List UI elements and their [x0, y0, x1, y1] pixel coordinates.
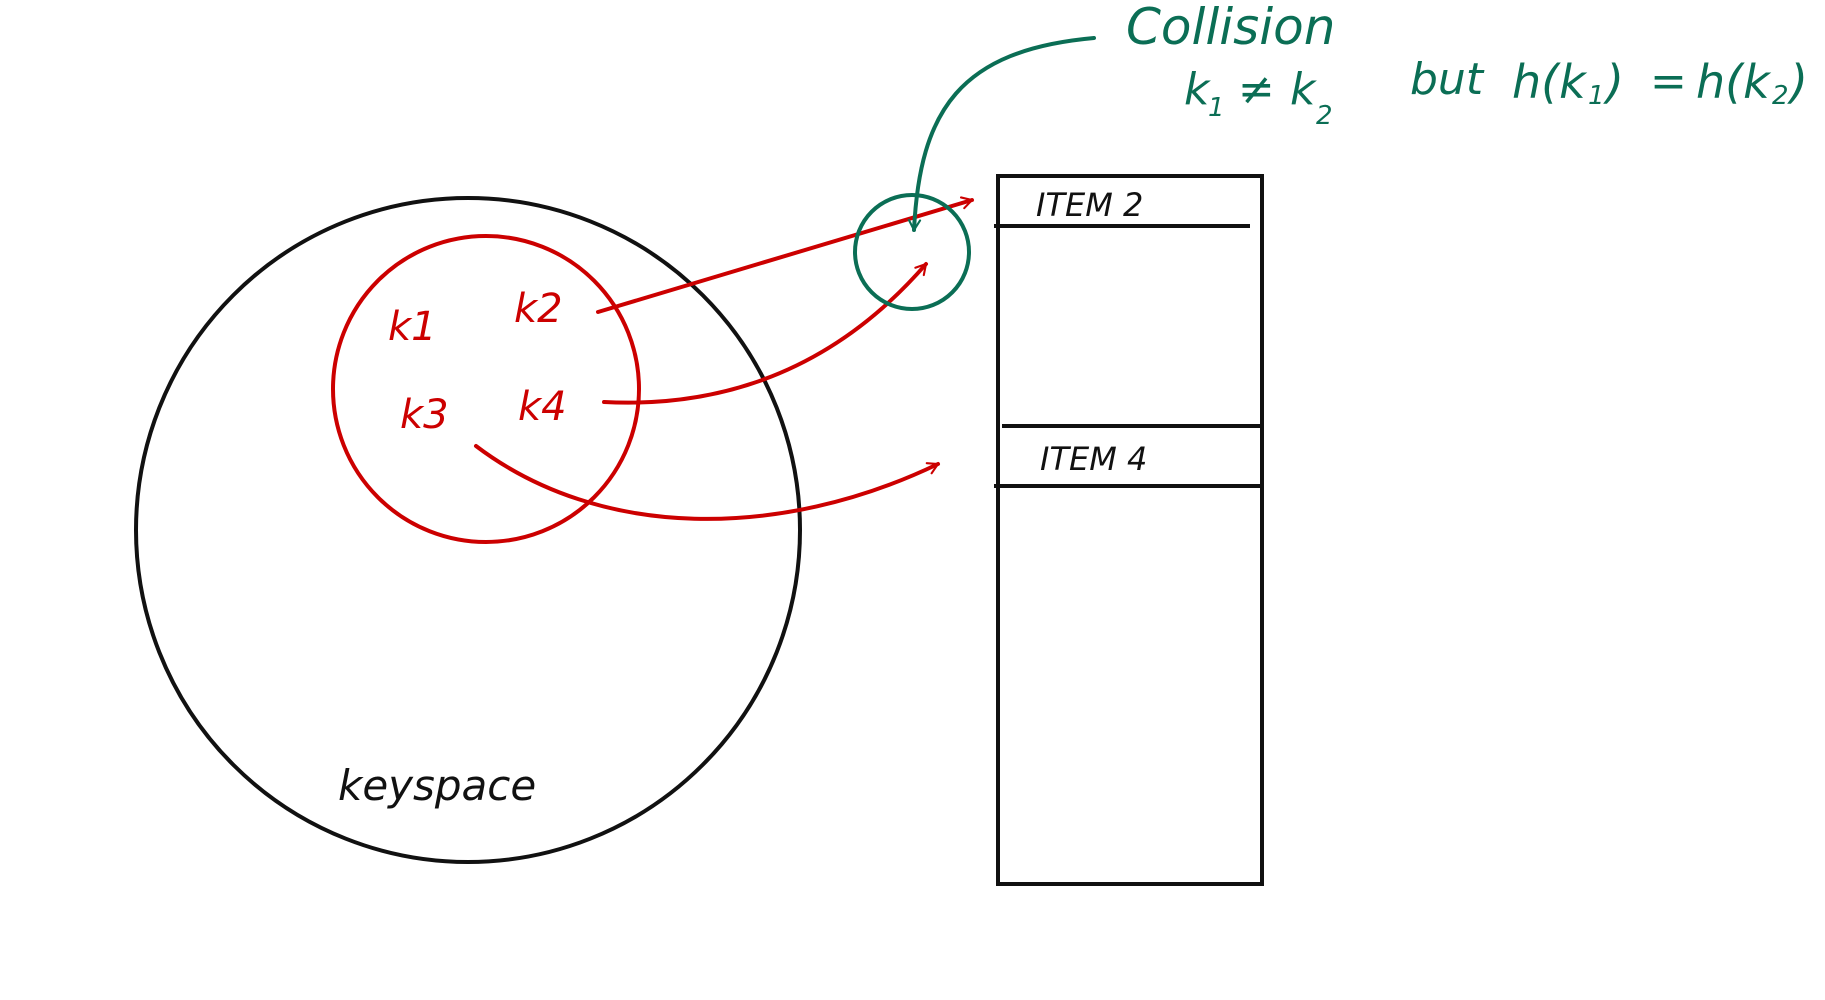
- formula-k1: k: [1184, 64, 1211, 115]
- slot-item-4: ITEM 4: [1040, 440, 1147, 478]
- keyspace-circle: [134, 196, 802, 864]
- arrow-k4-to-slot-1: [602, 262, 928, 405]
- formula-h2-sub: 2: [1772, 81, 1789, 111]
- key-k3: k3: [400, 392, 449, 438]
- formula-h2-close: ): [1787, 55, 1808, 109]
- key-k4: k4: [518, 384, 567, 430]
- hash-table: [996, 174, 1264, 886]
- key-k1: k1: [388, 304, 437, 350]
- collision-pointer-arrow: [907, 36, 1096, 232]
- keys-subset-circle: [331, 234, 641, 544]
- key-k2: k2: [514, 286, 563, 332]
- formula-but: but: [1410, 54, 1485, 105]
- arrow-k2-to-slot-1: [596, 196, 974, 314]
- formula-h1-sub: 1: [1588, 81, 1605, 111]
- formula-k1-sub: 1: [1208, 93, 1225, 123]
- slot-item-2: ITEM 2: [1036, 186, 1143, 224]
- formula-h1-close: ): [1603, 55, 1624, 109]
- formula-eq: =: [1650, 56, 1687, 107]
- arrow-k3-to-slot-4: [474, 444, 940, 521]
- keyspace-label: keyspace: [338, 761, 536, 810]
- collision-circle: [853, 193, 971, 311]
- collision-formula: k 1 ≠ k 2 but h(k 1 ) = h(k 2 ): [1184, 54, 1808, 131]
- formula-k2-sub: 2: [1316, 101, 1333, 131]
- formula-k2: k: [1290, 64, 1317, 115]
- formula-h2: h(k: [1696, 55, 1772, 109]
- collision-title: Collision: [1126, 0, 1335, 56]
- formula-h1: h(k: [1512, 55, 1588, 109]
- formula-neq: ≠: [1238, 64, 1275, 115]
